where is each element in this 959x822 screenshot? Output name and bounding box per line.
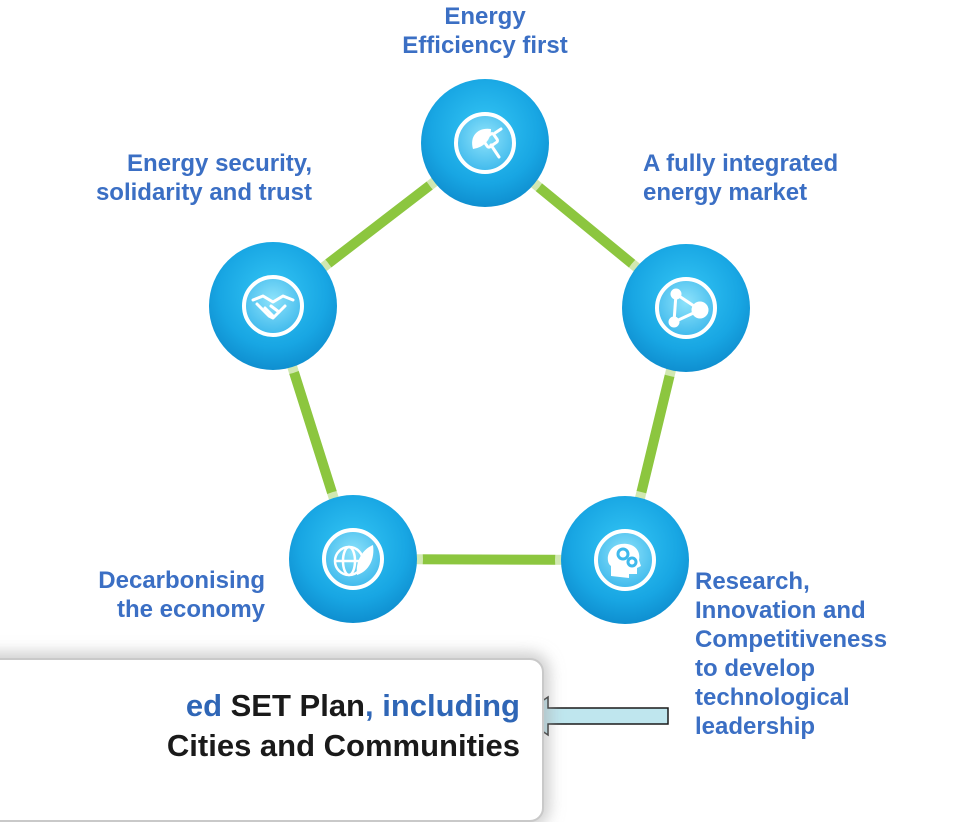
plug-leaf-icon — [472, 127, 503, 159]
globe-leaf-icon — [333, 545, 374, 577]
set-plan-callout: ed SET Plan, including Cities and Commun… — [0, 658, 544, 822]
label-line: energy market — [643, 179, 808, 206]
label-line: Decarbonising — [98, 567, 265, 594]
label-line: Innovation and — [695, 597, 866, 624]
label-line: the economy — [116, 596, 265, 623]
callout-text-set-plan: SET Plan — [230, 688, 365, 723]
callout-text-including: , including — [365, 688, 520, 723]
node-bottom-right — [555, 490, 695, 630]
label-line: to develop — [695, 655, 816, 682]
label-energy-efficiency-first: Energy Efficiency first — [370, 2, 600, 60]
label-line: A fully integrated — [643, 150, 839, 177]
label-line: Energy — [444, 3, 526, 30]
node-right — [616, 238, 756, 378]
label-line: solidarity and trust — [95, 179, 312, 206]
label-line: leadership — [695, 713, 816, 740]
label-line: Efficiency first — [402, 32, 568, 59]
handshake-icon — [251, 294, 295, 320]
label-integrated-energy-market: A fully integrated energy market — [643, 149, 943, 207]
label-line: Competitiveness — [695, 626, 888, 653]
label-energy-security: Energy security, solidarity and trust — [20, 149, 312, 207]
left-arrow-icon — [518, 695, 669, 737]
label-line: Energy security, — [127, 150, 312, 177]
label-line: Research, — [695, 568, 810, 595]
label-line: technological — [695, 684, 850, 711]
node-bottom-left-inner — [322, 528, 384, 590]
label-decarbonising-economy: Decarbonising the economy — [0, 566, 265, 624]
pentagon-diagram — [203, 73, 756, 737]
callout-line-1: ed SET Plan, including — [186, 688, 520, 724]
callout-line-2: Cities and Communities — [166, 728, 520, 763]
node-left — [203, 236, 343, 376]
head-gears-icon — [607, 543, 641, 578]
node-top — [415, 73, 555, 213]
label-research-innovation: Research, Innovation and Competitiveness… — [695, 567, 959, 741]
network-nodes-icon — [668, 288, 709, 328]
callout-text-blue: ed — [185, 688, 231, 723]
node-bottom-left — [283, 489, 423, 629]
